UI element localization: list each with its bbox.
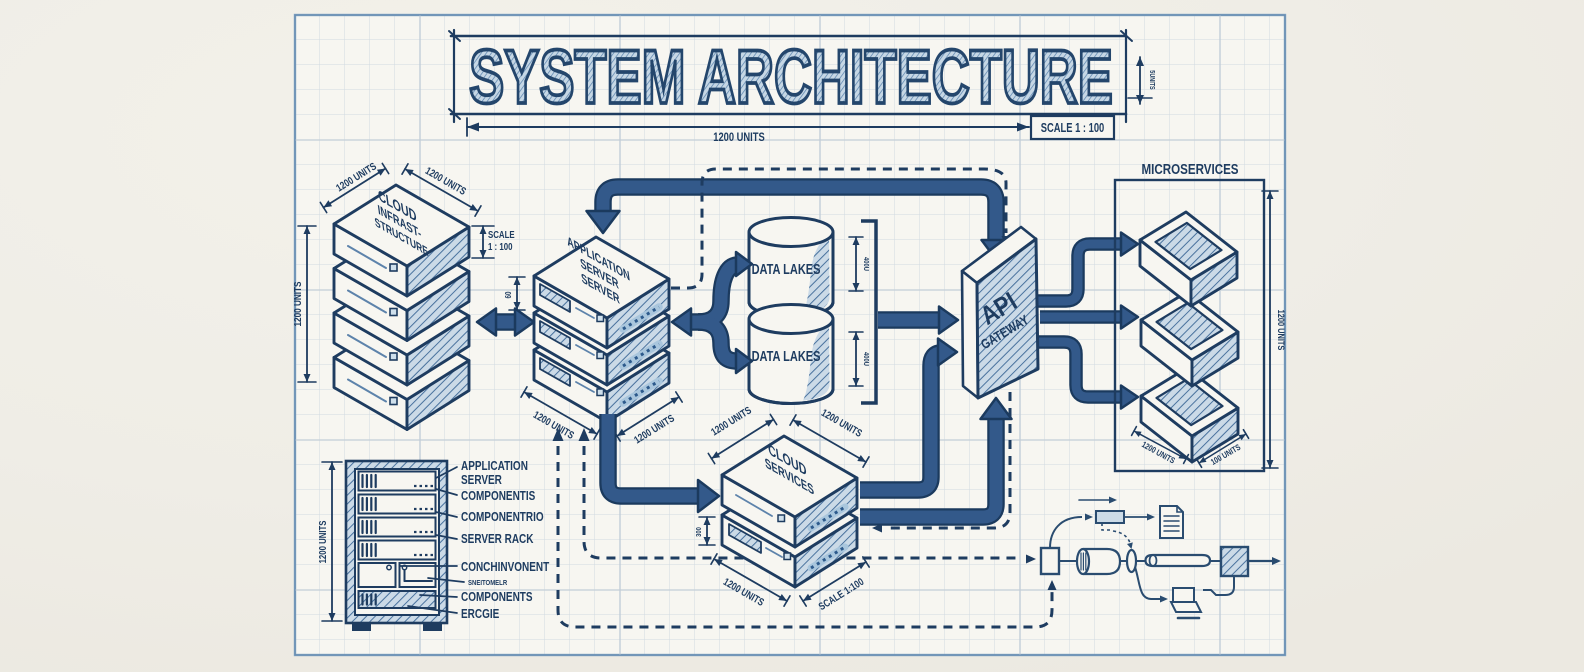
svg-text:SYSTEM ARCHITECTURE: SYSTEM ARCHITECTURE (469, 35, 1113, 120)
svg-text:DATA LAKES: DATA LAKES (752, 260, 821, 277)
svg-text:1 : 100: 1 : 100 (488, 241, 512, 252)
svg-text:SERVER: SERVER (461, 474, 502, 487)
svg-text:1200 UNITS: 1200 UNITS (317, 521, 328, 564)
svg-text:400U: 400U (862, 352, 870, 366)
svg-text:60: 60 (504, 292, 513, 299)
svg-text:400U: 400U (862, 257, 870, 271)
svg-text:COMPONENTRIO: COMPONENTRIO (461, 511, 544, 524)
svg-text:SNEITOMELR: SNEITOMELR (468, 579, 507, 587)
svg-text:MICROSERVICES: MICROSERVICES (1141, 161, 1238, 178)
svg-text:5UNITS: 5UNITS (1148, 70, 1156, 89)
svg-text:1200 UNITS: 1200 UNITS (1276, 310, 1287, 351)
svg-text:COMPONENTIS: COMPONENTIS (461, 490, 536, 503)
svg-text:COMPONENTS: COMPONENTS (461, 591, 533, 604)
svg-text:SERVER RACK: SERVER RACK (461, 533, 534, 546)
svg-text:CONCHINVONENT: CONCHINVONENT (461, 561, 549, 574)
svg-text:DATA LAKES: DATA LAKES (752, 347, 821, 364)
svg-text:APPLICATION: APPLICATION (461, 460, 528, 473)
svg-text:SCALE 1 : 100: SCALE 1 : 100 (1041, 122, 1104, 136)
svg-text:ERCGIE: ERCGIE (461, 608, 500, 621)
svg-text:1200 UNITS: 1200 UNITS (713, 131, 764, 144)
svg-text:SCALE: SCALE (488, 229, 515, 240)
svg-text:300: 300 (695, 527, 703, 537)
svg-text:1200 UNITS: 1200 UNITS (291, 281, 303, 326)
